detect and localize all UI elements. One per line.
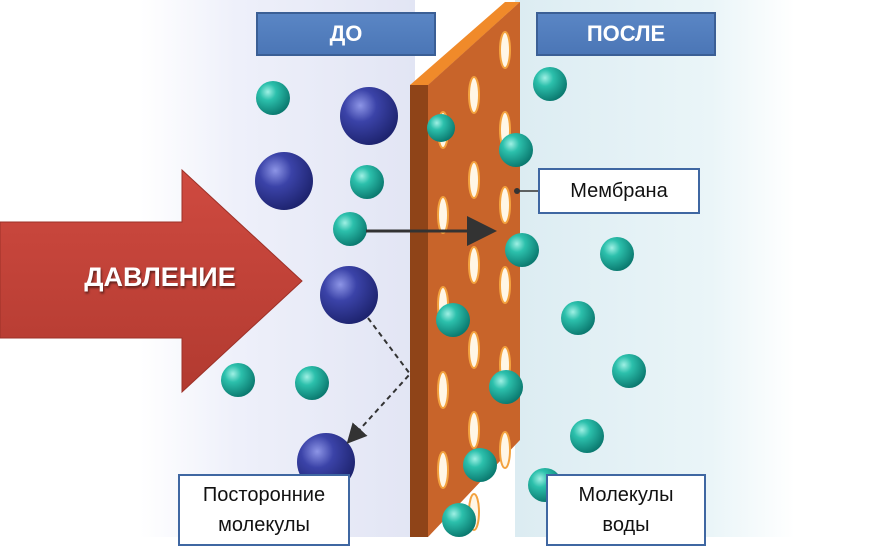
water-molecule bbox=[533, 67, 567, 101]
water-molecule bbox=[505, 233, 539, 267]
membrane-hole bbox=[468, 411, 480, 449]
water-molecule bbox=[612, 354, 646, 388]
water-molecule bbox=[427, 114, 455, 142]
water-molecule bbox=[256, 81, 290, 115]
foreign-molecules-label: Посторонние молекулы bbox=[178, 474, 350, 546]
membrane-hole bbox=[499, 431, 511, 469]
foreign-molecule bbox=[340, 87, 398, 145]
membrane-hole bbox=[468, 246, 480, 284]
water-molecule bbox=[489, 370, 523, 404]
membrane-hole bbox=[499, 266, 511, 304]
water-molecule bbox=[350, 165, 384, 199]
membrane-hole bbox=[499, 31, 511, 69]
molecule-path-arrow-icon bbox=[346, 216, 497, 444]
left-molecules bbox=[221, 81, 398, 491]
foreign-molecule bbox=[320, 266, 378, 324]
water-molecule bbox=[221, 363, 255, 397]
membrane-wall-icon bbox=[410, 2, 520, 537]
water-molecule bbox=[561, 301, 595, 335]
membrane-hole bbox=[468, 161, 480, 199]
membrane-hole bbox=[437, 451, 449, 489]
water-molecule bbox=[442, 503, 476, 537]
water-molecule bbox=[600, 237, 634, 271]
pressure-arrow-icon bbox=[0, 168, 303, 394]
membrane-hole bbox=[437, 371, 449, 409]
water-label-line2: воды bbox=[602, 514, 650, 536]
membrane-hole bbox=[437, 196, 449, 234]
membrane-hole bbox=[468, 76, 480, 114]
water-molecule bbox=[463, 448, 497, 482]
header-after: ПОСЛЕ bbox=[536, 12, 716, 56]
foreign-molecule bbox=[255, 152, 313, 210]
foreign-label-line1: Посторонние bbox=[202, 484, 326, 506]
membrane-label-text: Мембрана bbox=[570, 180, 668, 202]
water-label-line1: Молекулы bbox=[578, 484, 674, 506]
membrane-hole bbox=[499, 186, 511, 224]
membrane-hole bbox=[468, 331, 480, 369]
membrane-label: Мембрана bbox=[538, 168, 700, 214]
right-molecules bbox=[427, 67, 646, 537]
water-molecule bbox=[499, 133, 533, 167]
foreign-label-line2: молекулы bbox=[218, 514, 310, 536]
water-molecule bbox=[333, 212, 367, 246]
water-molecule bbox=[570, 419, 604, 453]
header-before: ДО bbox=[256, 12, 436, 56]
pressure-label: ДАВЛЕНИЕ bbox=[84, 262, 236, 292]
water-molecule bbox=[436, 303, 470, 337]
water-molecules-label: Молекулы воды bbox=[546, 474, 706, 546]
membrane-pointer-dot bbox=[514, 188, 520, 194]
water-molecule bbox=[295, 366, 329, 400]
